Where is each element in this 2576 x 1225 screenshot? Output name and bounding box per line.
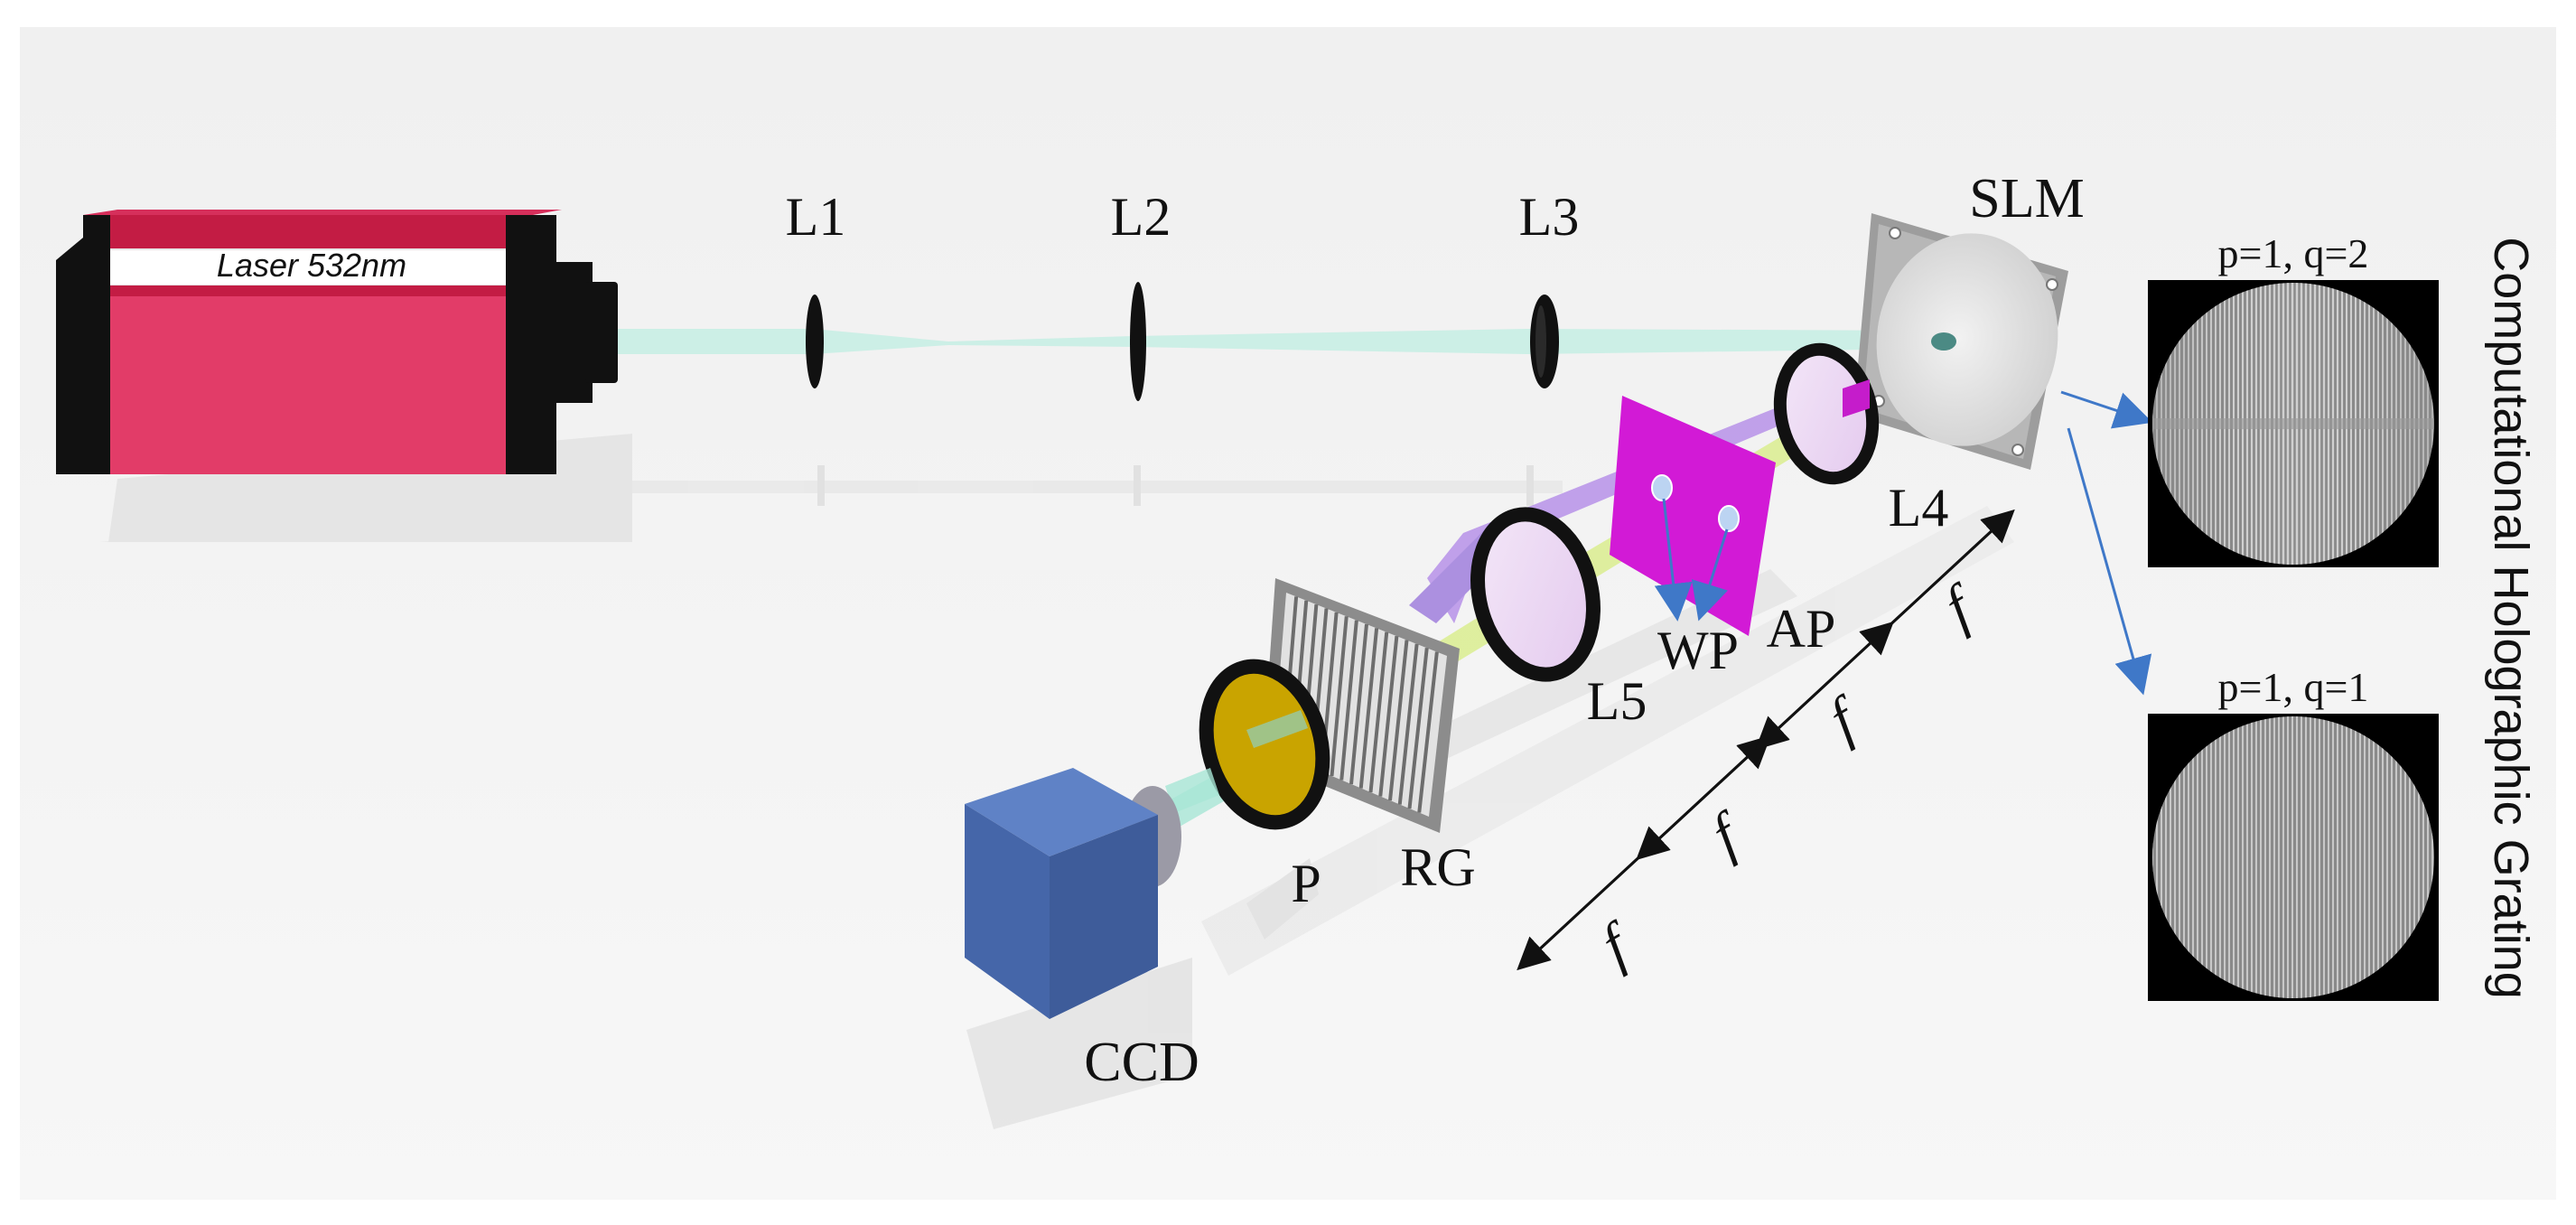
label-l1: L1 <box>786 187 846 247</box>
slm-device <box>1853 213 2068 470</box>
aperture-plate <box>1610 396 1776 636</box>
grating-line <box>1368 631 1389 793</box>
lens-l5 <box>1470 507 1601 682</box>
label-ccd: CCD <box>1084 1032 1199 1093</box>
ccd-beam <box>1165 768 1219 813</box>
hologram-band <box>2152 418 2434 429</box>
grating-line <box>1358 628 1379 789</box>
label-p: P <box>1291 854 1321 913</box>
grating-line <box>1407 648 1429 809</box>
grating-line <box>1417 651 1439 813</box>
wp-arrows <box>1654 498 1729 622</box>
label-l5: L5 <box>1587 671 1647 731</box>
lens-l3 <box>1530 295 1559 388</box>
grating-line <box>1339 620 1358 781</box>
label-l3: L3 <box>1519 187 1580 247</box>
hologram-caption-1: p=1, q=2 <box>2218 230 2369 276</box>
laser-beam <box>618 329 1942 354</box>
laser-label: Laser 532nm <box>217 247 406 284</box>
label-ap: AP <box>1767 599 1836 659</box>
lens-l1 <box>806 295 824 388</box>
lens-l4 <box>1773 342 1880 485</box>
label-slm: SLM <box>1969 168 2084 229</box>
polarizer <box>1199 659 1330 830</box>
grating-line <box>1388 640 1409 801</box>
lens-l2 <box>1130 282 1146 401</box>
laser-source: Laser 532nm <box>56 210 618 474</box>
grating-line <box>1349 623 1368 785</box>
label-l4: L4 <box>1889 478 1949 538</box>
side-title: Computational Holographic Grating <box>2484 237 2538 998</box>
slm-to-hologram-arrows <box>2060 390 2153 696</box>
hologram-caption-2: p=1, q=1 <box>2218 664 2369 710</box>
label-wp: WP <box>1657 621 1739 680</box>
grating-line <box>1330 616 1349 777</box>
hologram-panel-2: p=1, q=1 <box>2148 664 2439 1001</box>
label-l2: L2 <box>1111 187 1171 247</box>
grating-line <box>1397 643 1419 805</box>
focal-dimension <box>1517 509 2015 971</box>
label-rg: RG <box>1400 837 1475 897</box>
grating-line <box>1378 635 1399 797</box>
hologram-panel-1: p=1, q=2 <box>2148 230 2439 567</box>
ccd-camera <box>965 768 1181 1019</box>
